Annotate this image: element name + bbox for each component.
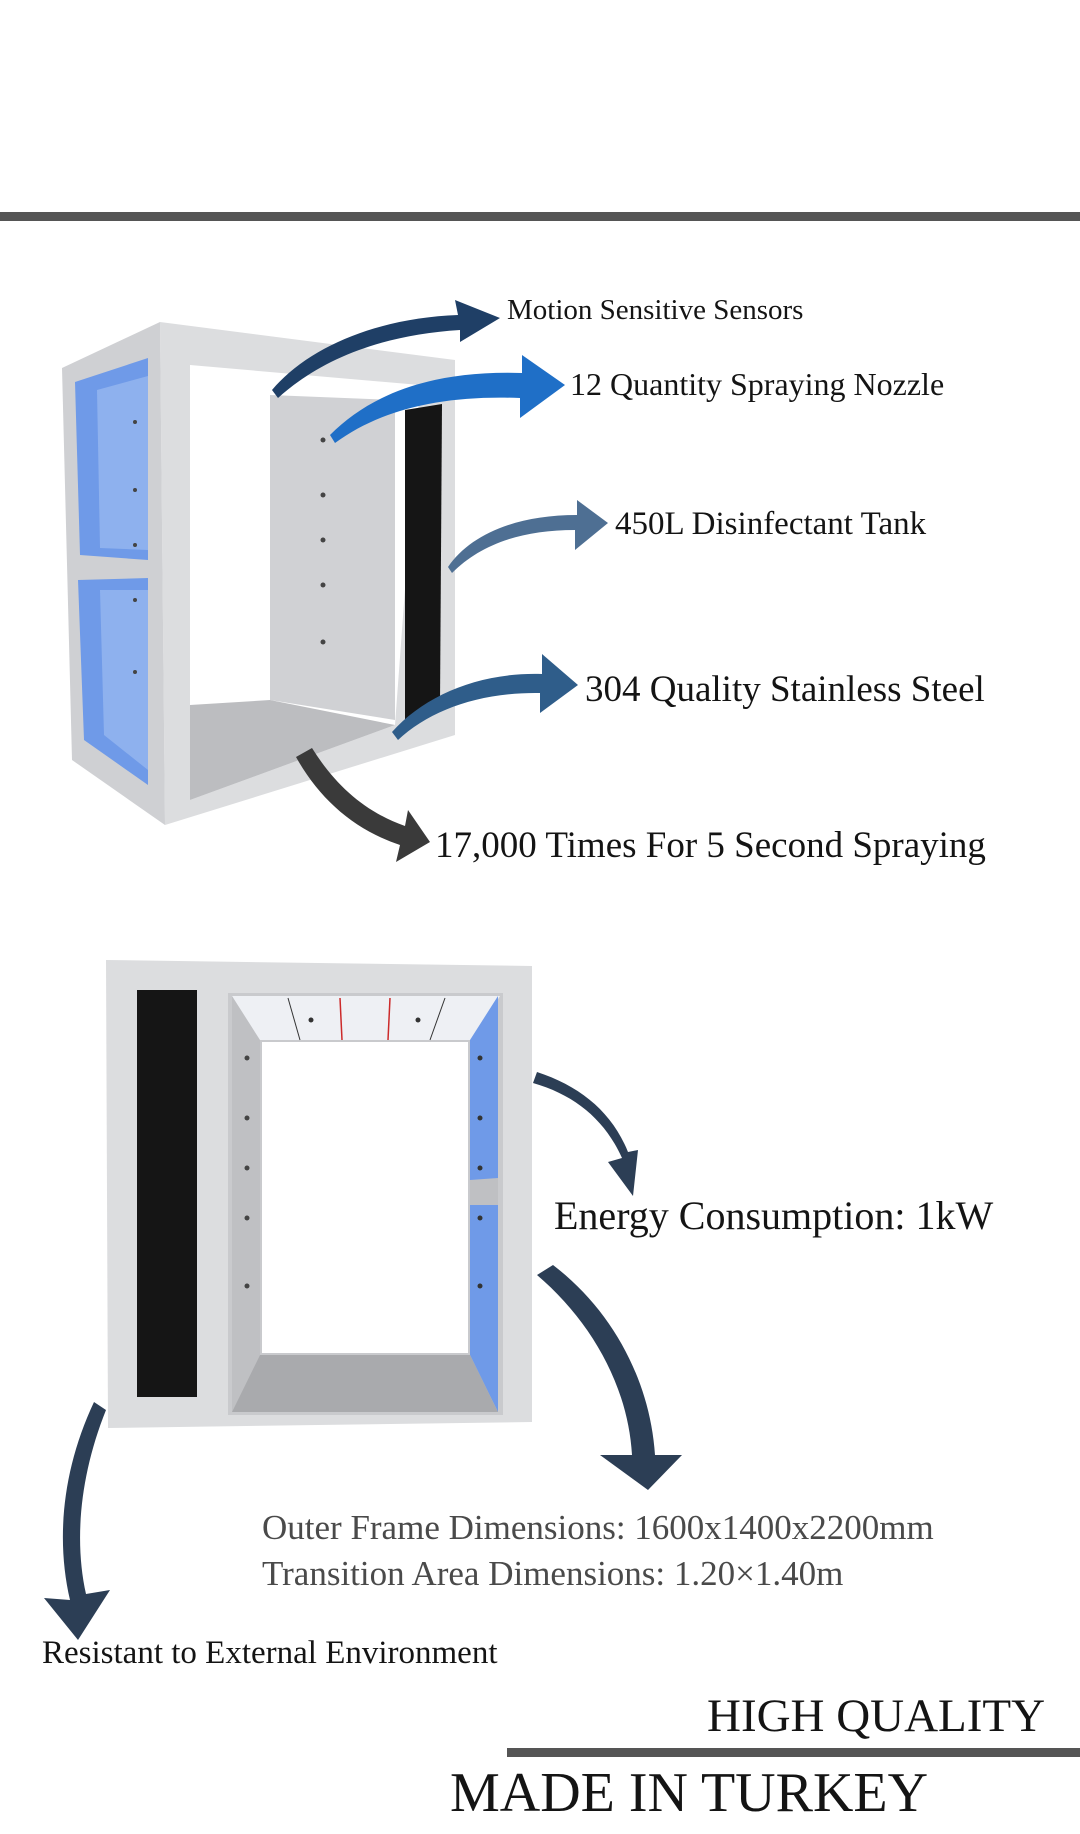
spraying-times-label: 17,000 Times For 5 Second Spraying	[435, 825, 986, 866]
arrow-icon	[533, 1072, 638, 1196]
disinfectant-tank-label: 450L Disinfectant Tank	[615, 506, 927, 542]
resistant-environment-label: Resistant to External Environment	[42, 1635, 498, 1671]
arrow-icon	[448, 500, 608, 573]
spraying-nozzle-label: 12 Quantity Spraying Nozzle	[570, 366, 945, 402]
arrow-icon	[392, 654, 578, 740]
high-quality-heading: HIGH QUALITY	[707, 1690, 1046, 1742]
energy-consumption-label: Energy Consumption: 1kW	[554, 1193, 994, 1238]
footer-divider	[507, 1748, 1080, 1757]
top-divider	[0, 212, 1080, 221]
arrow-icon	[44, 1402, 110, 1640]
arrow-icon	[272, 300, 500, 398]
stainless-steel-label: 304 Quality Stainless Steel	[585, 669, 985, 710]
made-in-turkey-heading: MADE IN TURKEY	[450, 1762, 929, 1824]
arrow-icon	[296, 748, 430, 862]
transition-area-dimensions-label: Transition Area Dimensions: 1.20×1.40m	[262, 1554, 844, 1593]
arrow-icon	[537, 1265, 682, 1490]
outer-frame-dimensions-label: Outer Frame Dimensions: 1600x1400x2200mm	[262, 1508, 934, 1547]
motion-sensors-label: Motion Sensitive Sensors	[507, 294, 804, 326]
arrow-icon	[330, 355, 565, 443]
